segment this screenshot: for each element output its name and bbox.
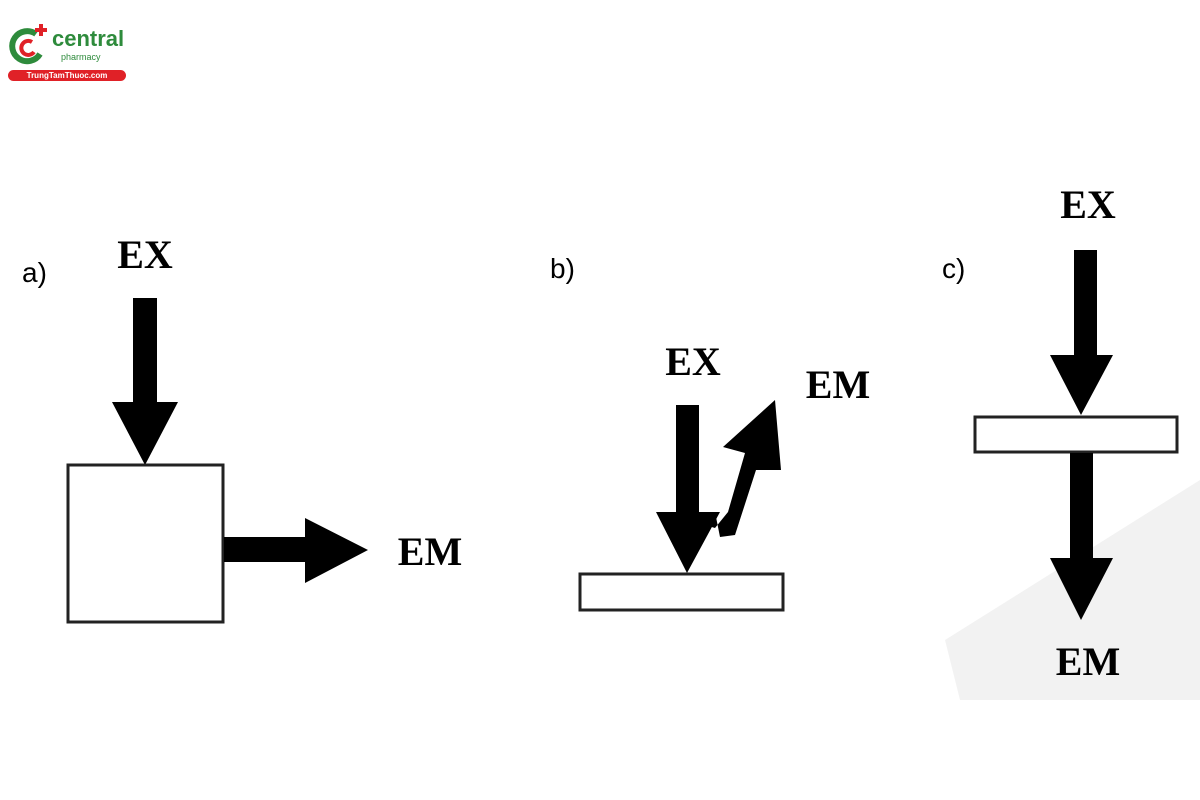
sample-film xyxy=(973,415,1179,454)
em-label: EM xyxy=(1056,639,1120,684)
emission-arrow xyxy=(700,400,781,537)
sample-box xyxy=(66,463,225,624)
logo-subtitle: pharmacy xyxy=(61,52,101,62)
logo-mark-icon xyxy=(9,24,47,65)
emission-arrow xyxy=(224,518,368,583)
em-label: EM xyxy=(398,529,462,574)
panel-b: b) EX EM xyxy=(550,253,870,612)
panel-label: c) xyxy=(942,253,965,284)
ex-label: EX xyxy=(1060,182,1116,227)
panel-c: c) EX EM xyxy=(942,182,1179,684)
panel-a: a) EX EM xyxy=(22,232,462,624)
logo-website: TrungTamThuoc.com xyxy=(8,70,126,81)
panel-label: b) xyxy=(550,253,575,284)
excitation-arrow xyxy=(1050,250,1113,415)
em-label: EM xyxy=(806,362,870,407)
panel-label: a) xyxy=(22,257,47,288)
logo-brand: central xyxy=(52,26,125,51)
ex-label: EX xyxy=(117,232,173,277)
excitation-arrow xyxy=(656,405,720,573)
excitation-arrow xyxy=(112,298,178,465)
emission-arrow xyxy=(1050,453,1113,620)
ex-label: EX xyxy=(665,339,721,384)
sample-surface xyxy=(578,572,785,612)
logo: central pharmacy TrungTamThuoc.com xyxy=(6,22,130,82)
